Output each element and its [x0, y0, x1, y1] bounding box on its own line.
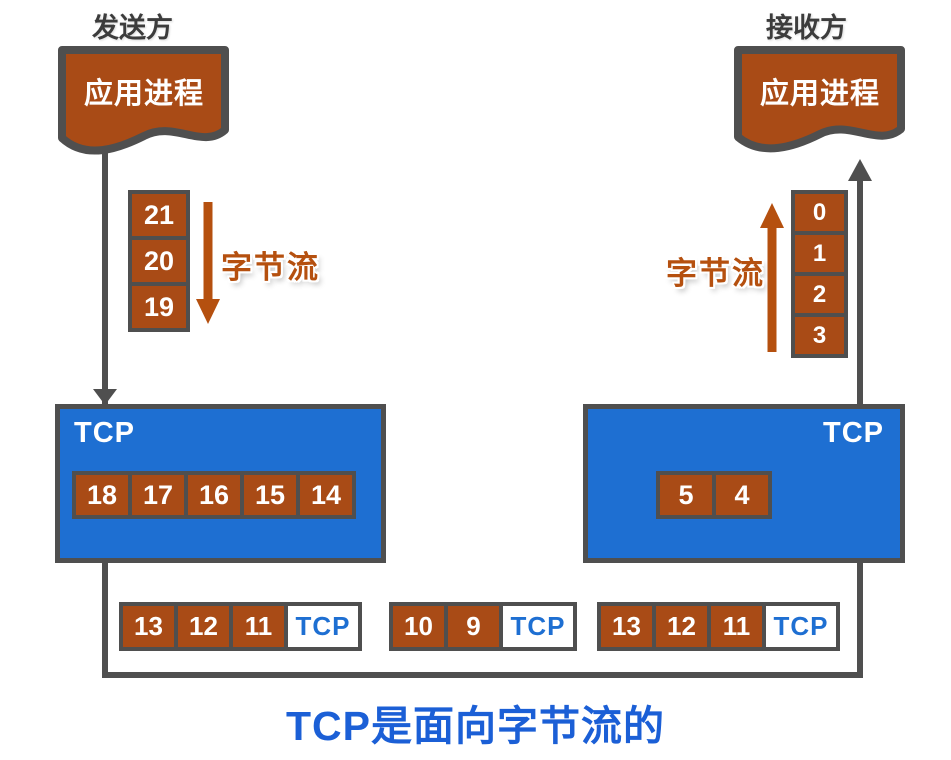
byte-cell: 19	[128, 282, 190, 332]
byte-cell: 0	[791, 190, 848, 235]
sender-label: 发送方	[92, 13, 173, 43]
receiver-tcp-box: TCP 5 4	[583, 404, 905, 563]
byte-cell: 15	[240, 471, 300, 519]
arrowhead-down-to-sender-tcp	[93, 389, 117, 405]
receiver-app-process: 应用进程	[732, 44, 908, 164]
byte-cell: 11	[229, 602, 288, 651]
byte-cell: 16	[184, 471, 244, 519]
sender-stream-label: 字节流	[221, 250, 320, 285]
receiver-tcp-buffer: 5 4	[656, 471, 772, 519]
byte-cell: 12	[174, 602, 233, 651]
packet-3: 13 12 11 TCP	[597, 602, 840, 651]
document-shape	[58, 46, 229, 155]
document-shape	[734, 46, 905, 153]
arrowhead-up-to-receiver-app	[848, 159, 872, 181]
byte-cell: 9	[444, 602, 503, 651]
receiver-stream-label: 字节流	[666, 256, 765, 291]
tcp-header-cell: TCP	[284, 602, 362, 651]
sender-app-process: 应用进程	[56, 44, 232, 166]
byte-cell: 13	[119, 602, 178, 651]
sender-byte-stack: 21 20 19	[128, 190, 190, 332]
byte-cell: 5	[656, 471, 716, 519]
byte-cell: 2	[791, 272, 848, 317]
sender-tcp-label: TCP	[74, 417, 135, 449]
packet-1: 13 12 11 TCP	[119, 602, 362, 651]
receiver-label: 接收方	[766, 13, 847, 43]
byte-cell: 12	[652, 602, 711, 651]
receiver-stream-arrowhead	[760, 203, 784, 228]
sender-tcp-buffer: 18 17 16 15 14	[72, 471, 356, 519]
sender-app-process-label: 应用进程	[83, 78, 204, 110]
packet-2: 10 9 TCP	[389, 602, 577, 651]
byte-cell: 11	[707, 602, 766, 651]
byte-cell: 3	[791, 313, 848, 358]
byte-cell: 20	[128, 236, 190, 286]
tcp-header-cell: TCP	[499, 602, 577, 651]
byte-cell: 17	[128, 471, 188, 519]
tcp-header-cell: TCP	[762, 602, 840, 651]
byte-cell: 14	[296, 471, 356, 519]
byte-cell: 21	[128, 190, 190, 240]
byte-cell: 18	[72, 471, 132, 519]
byte-cell: 4	[712, 471, 772, 519]
receiver-tcp-label: TCP	[823, 417, 884, 449]
receiver-byte-stack: 0 1 2 3	[791, 190, 848, 358]
sender-stream-arrowhead	[196, 299, 220, 324]
byte-cell: 10	[389, 602, 448, 651]
byte-cell: 1	[791, 231, 848, 276]
sender-tcp-box: TCP 18 17 16 15 14	[55, 404, 386, 563]
receiver-app-process-label: 应用进程	[759, 78, 880, 110]
diagram-title: TCP是面向字节流的	[286, 703, 665, 749]
byte-cell: 13	[597, 602, 656, 651]
